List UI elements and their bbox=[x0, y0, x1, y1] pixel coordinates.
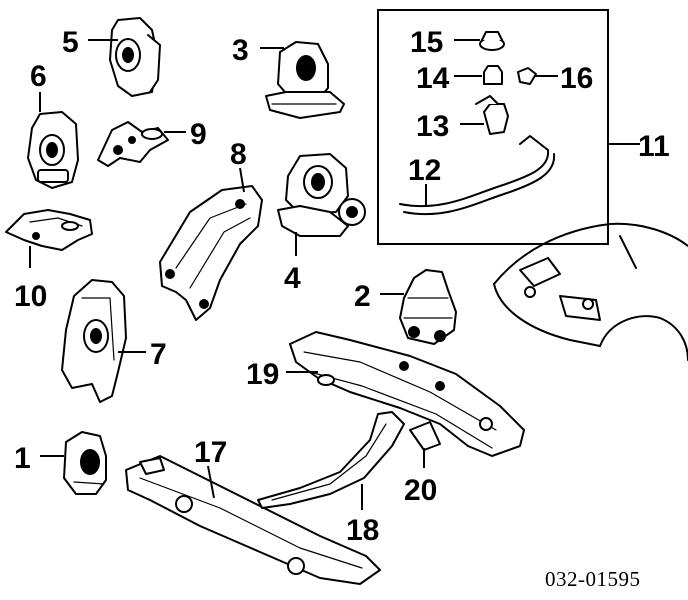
part-14-bushing bbox=[483, 65, 503, 85]
car-front-sketch bbox=[493, 222, 688, 361]
part-6-mount bbox=[27, 111, 79, 189]
callout-5: 5 bbox=[62, 26, 79, 59]
part-2-mount bbox=[399, 269, 457, 345]
callout-20: 20 bbox=[404, 474, 437, 507]
callout-12: 12 bbox=[408, 154, 441, 187]
callout-15: 15 bbox=[410, 26, 443, 59]
part-16-clip bbox=[517, 67, 537, 85]
callout-3: 3 bbox=[232, 34, 249, 67]
callout-1: 1 bbox=[14, 442, 31, 475]
callout-16: 16 bbox=[560, 62, 593, 95]
callout-13: 13 bbox=[416, 110, 449, 143]
callout-9: 9 bbox=[190, 118, 207, 151]
callout-11: 11 bbox=[638, 130, 670, 163]
callout-6: 6 bbox=[30, 60, 47, 93]
callout-4: 4 bbox=[284, 262, 301, 295]
part-9-bracket bbox=[97, 121, 169, 167]
callout-19: 19 bbox=[246, 358, 279, 391]
part-5-mount bbox=[109, 17, 161, 97]
part-8-bracket bbox=[159, 185, 263, 321]
callout-17: 17 bbox=[194, 436, 227, 469]
callout-14: 14 bbox=[416, 62, 450, 95]
leader-17 bbox=[207, 465, 215, 499]
part-12-hose bbox=[399, 135, 556, 216]
callout-18: 18 bbox=[346, 514, 379, 547]
inset-box bbox=[377, 9, 609, 245]
part-15-cap bbox=[479, 31, 505, 51]
part-4-mount bbox=[277, 153, 366, 237]
part-10-bracket bbox=[5, 209, 93, 251]
reference-code: 032-01595 bbox=[545, 567, 641, 591]
part-18-beam bbox=[257, 411, 441, 509]
callout-10: 10 bbox=[14, 280, 47, 313]
part-19-crossmember bbox=[289, 331, 525, 457]
part-3-mount bbox=[265, 41, 345, 119]
part-13-valve bbox=[475, 95, 509, 135]
part-7-bracket bbox=[61, 279, 127, 403]
leader-8 bbox=[239, 167, 245, 193]
callout-7: 7 bbox=[150, 338, 167, 371]
part-1-mount bbox=[63, 431, 107, 495]
callout-2: 2 bbox=[354, 280, 371, 313]
callout-8: 8 bbox=[230, 138, 247, 171]
